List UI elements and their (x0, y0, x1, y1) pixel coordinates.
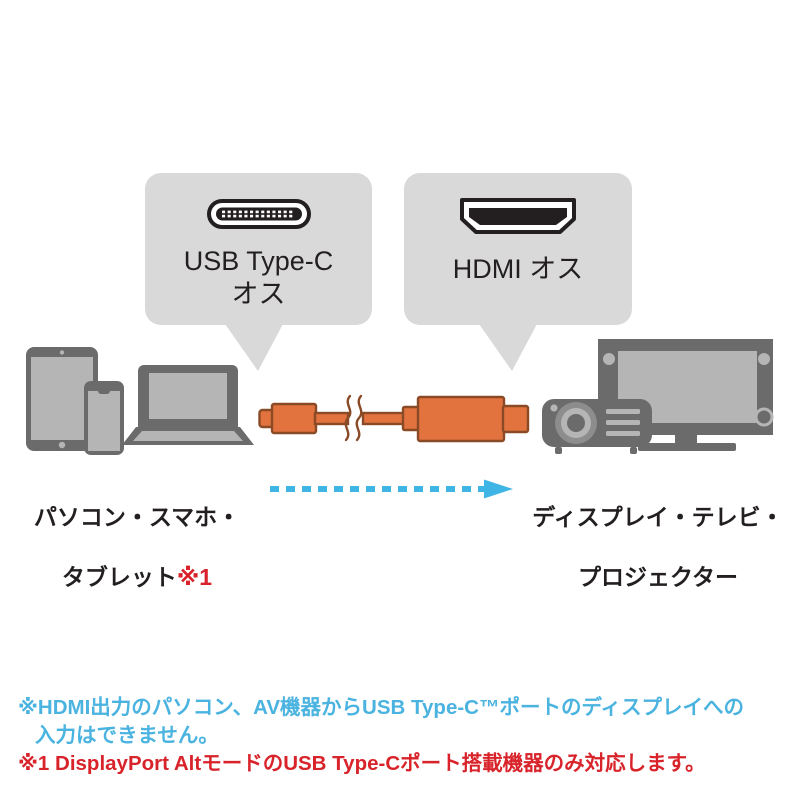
projector-icon (542, 399, 652, 454)
source-caption-line1: パソコン・スマホ・ (33, 504, 241, 530)
callout-hdmi: HDMI オス (404, 173, 632, 371)
destination-device-icons (530, 337, 785, 457)
footnote-line-2: 入力はできません。 (35, 724, 219, 747)
callout-hdmi-label: HDMI オス (452, 254, 584, 284)
hdmi-plug-tip (501, 404, 530, 434)
usb-c-to-hdmi-cable (258, 392, 530, 448)
callout-usb-type-c-tail (225, 324, 283, 371)
source-caption-reference-mark: ※1 (176, 564, 213, 590)
cable-left-segment (313, 411, 350, 426)
destination-caption-line2: プロジェクター (577, 564, 739, 590)
hdmi-connector-icon (404, 195, 632, 237)
usb-type-c-connector-icon (145, 199, 372, 229)
cable-break-squiggle (344, 394, 363, 442)
destination-caption-line1: ディスプレイ・テレビ・ (532, 504, 784, 530)
source-caption-line2: タブレット※1 (61, 564, 213, 590)
source-device-icons (18, 345, 258, 455)
footnotes: ※HDMI出力のパソコン、AV機器からUSB Type-C™ポートのディスプレイ… (18, 694, 790, 778)
smartphone-icon (84, 381, 124, 455)
cable-right-segment (361, 411, 407, 426)
laptop-icon (122, 365, 254, 445)
hdmi-plug-body (416, 395, 506, 443)
signal-direction-arrow (270, 479, 513, 499)
callout-hdmi-tail (479, 324, 537, 371)
source-caption: パソコン・スマホ・ タブレット※1 (12, 472, 262, 622)
callout-usb-type-c-label: USB Type-C オス (183, 246, 334, 309)
footnote-line-1: ※HDMI出力のパソコン、AV機器からUSB Type-C™ポートのディスプレイ… (18, 696, 745, 719)
usb-c-plug-body (270, 402, 318, 435)
destination-caption: ディスプレイ・テレビ・ プロジェクター (527, 472, 789, 622)
tablet-icon (26, 347, 98, 451)
footnote-line-3: ※1 DisplayPort AltモードのUSB Type-Cポート搭載機器の… (18, 752, 706, 775)
callout-usb-type-c: USB Type-C オス (145, 173, 372, 371)
